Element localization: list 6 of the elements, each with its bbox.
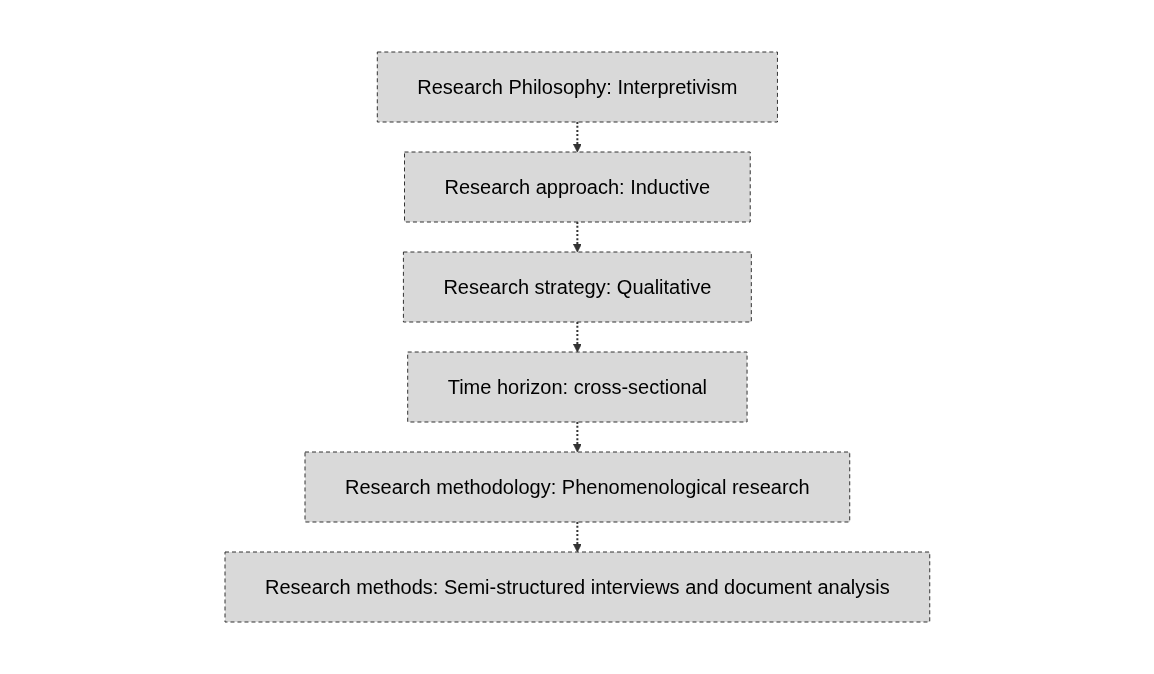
node-box: Research methodology: Phenomenological research xyxy=(304,451,850,523)
node-box: Research Philosophy: Interpretivism xyxy=(376,51,778,123)
node-box: Research strategy: Qualitative xyxy=(402,251,752,323)
node-box: Time horizon: cross-sectional xyxy=(406,351,748,423)
node-box: Research methods: Semi-structured interviews and document analysis xyxy=(224,551,930,623)
node-box: Research approach: Inductive xyxy=(403,151,751,223)
